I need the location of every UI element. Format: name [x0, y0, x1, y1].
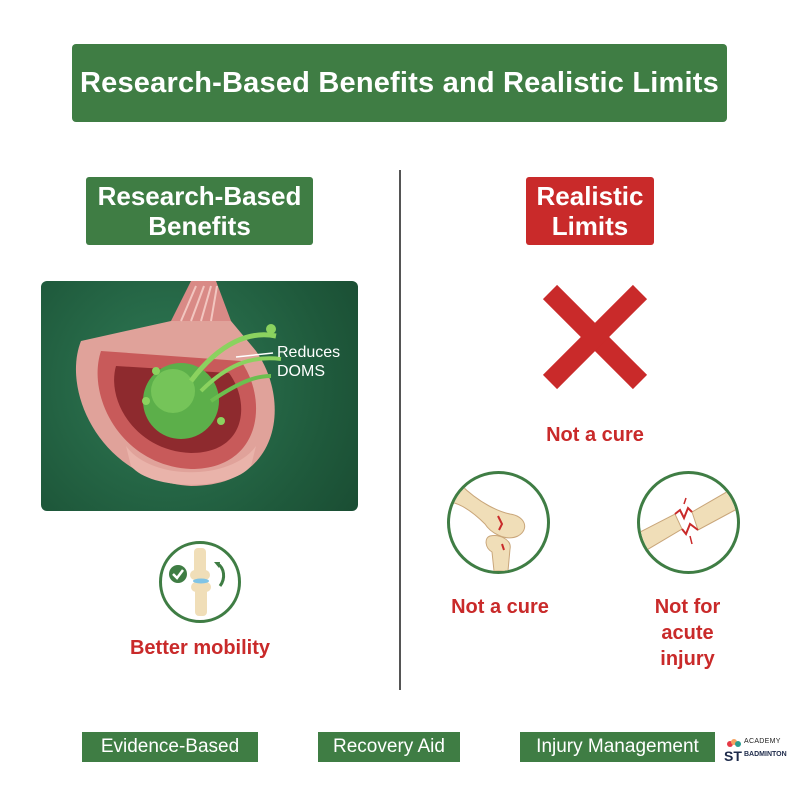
not-a-cure-caption-top: Not a cure — [546, 424, 644, 446]
doms-label: Reduces DOMS — [277, 344, 341, 380]
injury-management-tag: Injury Management — [520, 732, 715, 762]
fractured-bone-icon — [637, 471, 740, 574]
academy-logo: ACADEMY ST BADMINTON — [724, 738, 787, 764]
evidence-based-tag: Evidence-Based — [82, 732, 258, 762]
muscle-illustration: Reduces DOMS — [41, 281, 358, 511]
x-mark-icon — [542, 284, 648, 390]
limits-heading-line2: Limits — [551, 211, 629, 241]
limits-heading-line1: Realistic — [536, 181, 644, 211]
benefits-heading: Research-Based Benefits — [86, 177, 313, 245]
benefits-heading-line1: Research-Based — [97, 181, 302, 211]
limits-heading: Realistic Limits — [526, 177, 654, 245]
benefits-heading-line2: Benefits — [148, 211, 251, 241]
knee-joint-icon — [447, 471, 550, 574]
not-a-cure-caption-knee: Not a cure — [451, 596, 549, 618]
column-divider — [399, 170, 401, 690]
not-for-acute-injury-caption: Not for acute injury — [654, 596, 721, 670]
recovery-aid-tag: Recovery Aid — [318, 732, 460, 762]
shuttlecock-icon — [727, 739, 741, 747]
muscle-fiber-icon — [75, 281, 282, 486]
knee-mobility-icon — [159, 541, 241, 623]
better-mobility-caption: Better mobility — [129, 637, 271, 659]
page-title: Research-Based Benefits and Realistic Li… — [80, 66, 719, 99]
title-banner: Research-Based Benefits and Realistic Li… — [72, 44, 727, 122]
